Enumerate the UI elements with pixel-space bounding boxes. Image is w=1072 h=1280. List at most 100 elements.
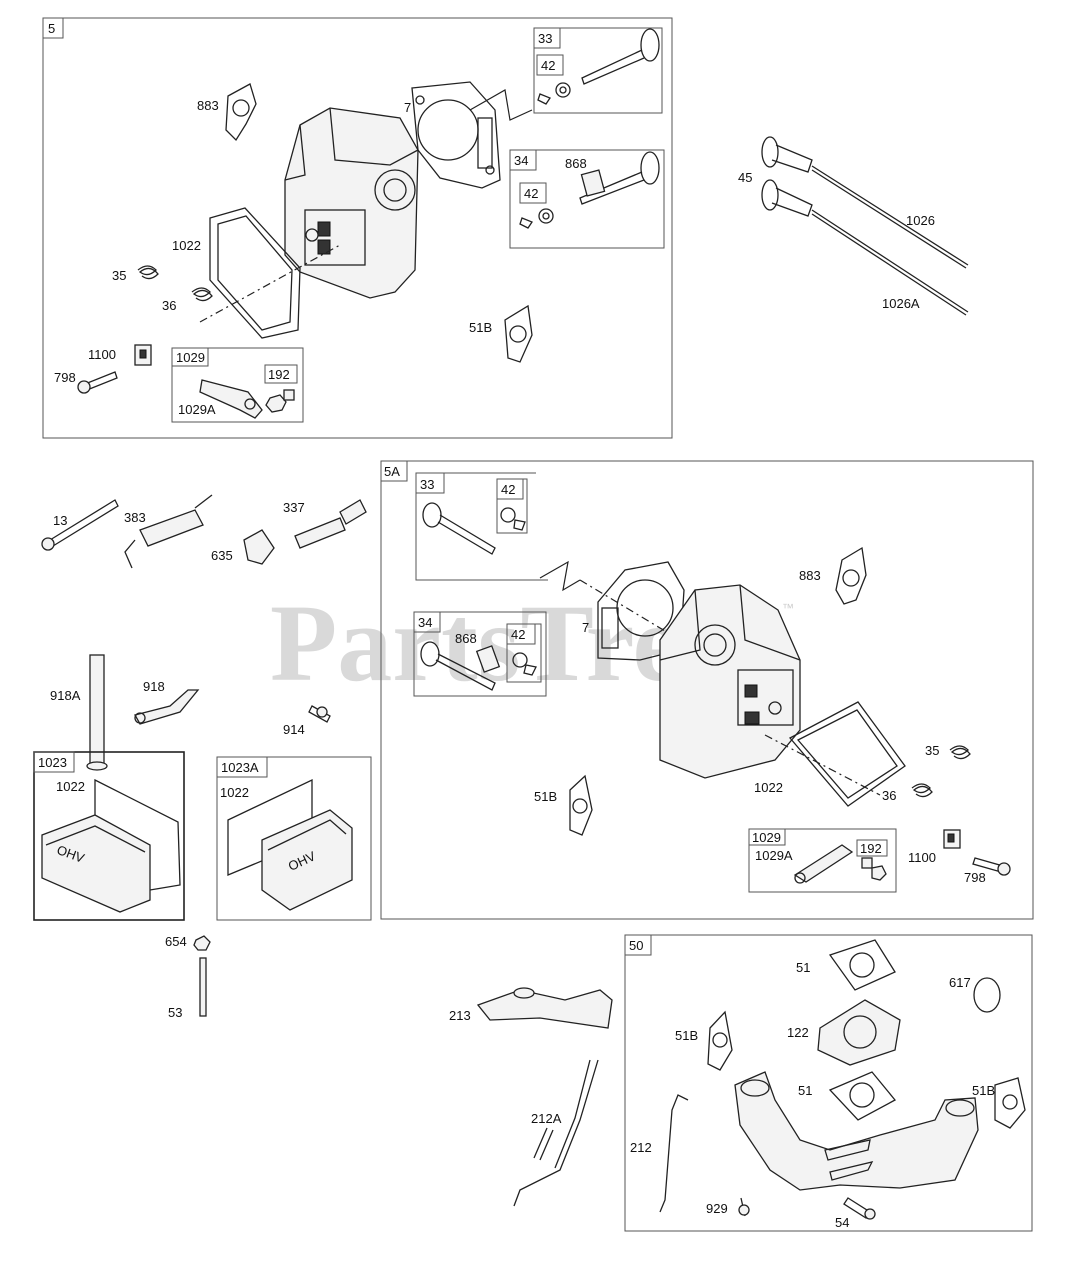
group-33-title-5a: 33 [420, 477, 434, 492]
gasket-51b-5a [569, 774, 593, 836]
group-1023-title: 1023 [38, 755, 67, 770]
group-42-title-2: 42 [524, 186, 538, 201]
spark-plug-boot-635 [243, 529, 275, 565]
gasket-883 [225, 83, 257, 142]
label-798: 798 [54, 370, 76, 385]
valve-34 [519, 151, 660, 229]
spring-35-5a [949, 745, 971, 760]
label-36-5a: 36 [882, 788, 896, 803]
tube-918a [86, 654, 108, 771]
push-rods [761, 136, 969, 316]
label-51-mid: 51 [798, 1083, 812, 1098]
group-1023a-title: 1023A [221, 760, 259, 775]
gasket-51-top [828, 939, 896, 991]
gasket-617 [973, 977, 1001, 1013]
label-212a: 212A [531, 1111, 562, 1126]
label-51b-5a: 51B [534, 789, 557, 804]
rocker-arm-1029a [199, 379, 295, 419]
bolt-13 [41, 499, 119, 551]
label-883: 883 [197, 98, 219, 113]
label-654: 654 [165, 934, 187, 949]
group-42-title: 42 [541, 58, 555, 73]
gasket-51b [504, 304, 533, 363]
spring-36-5a [911, 783, 933, 798]
watermark-trademark: ™ [782, 601, 794, 615]
label-1022-5a: 1022 [754, 780, 783, 795]
screw-929 [738, 1197, 750, 1217]
watermark-text: PartsTre [270, 582, 681, 704]
head-gasket-7 [411, 81, 501, 189]
label-617: 617 [949, 975, 971, 990]
label-1029a-5a: 1029A [755, 848, 793, 863]
rod-212 [659, 1094, 689, 1213]
label-1026: 1026 [906, 213, 935, 228]
exhaust-manifold [734, 1071, 979, 1191]
bracket-213 [476, 987, 613, 1029]
pivot-1100-5a [943, 829, 961, 849]
label-1100-5a: 1100 [908, 850, 936, 865]
screw-54 [843, 1197, 876, 1220]
label-13: 13 [53, 513, 67, 528]
label-54: 54 [835, 1215, 849, 1230]
valve-33 [537, 28, 660, 105]
group-33-title: 33 [538, 31, 552, 46]
group-1023: 1023 OHV [33, 751, 185, 921]
valve-33-5a [422, 502, 526, 555]
gasket-1022-5a [788, 701, 906, 807]
group-1029-title-5a: 1029 [752, 830, 781, 845]
label-51b: 51B [469, 320, 492, 335]
flange-122 [817, 999, 901, 1066]
label-1022-cover-2: 1022 [220, 785, 249, 800]
label-35-5a: 35 [925, 743, 939, 758]
gasket-51b-left [707, 1010, 733, 1071]
stud-53 [199, 957, 207, 1017]
label-36: 36 [162, 298, 176, 313]
group-5: 5 883 7 [42, 17, 673, 439]
label-122: 122 [787, 1025, 809, 1040]
group-50-title: 50 [629, 938, 643, 953]
pivot-1100 [134, 344, 152, 366]
label-868: 868 [565, 156, 587, 171]
cylinder-head-5a [659, 584, 801, 779]
gasket-51-mid [828, 1071, 897, 1121]
gasket-883-5a [835, 546, 867, 605]
group-1029-title: 1029 [176, 350, 205, 365]
group-5-title: 5 [48, 21, 55, 36]
spark-plug-337 [294, 499, 367, 549]
bolt-798-5a [972, 857, 1011, 876]
head-gasket-7-5a [597, 561, 685, 661]
cylinder-head-5 [284, 107, 419, 299]
breather-383 [124, 494, 213, 569]
label-7-5a: 7 [582, 620, 589, 635]
label-213: 213 [449, 1008, 471, 1023]
label-883-5a: 883 [799, 568, 821, 583]
group-5a-title: 5A [384, 464, 400, 479]
gasket-51b-right [994, 1077, 1026, 1129]
group-42-title-5a: 42 [501, 482, 515, 497]
label-868-5a: 868 [455, 631, 477, 646]
group-5a: 5A 33 42 34 42 868 [380, 460, 1034, 920]
label-45: 45 [738, 170, 752, 185]
label-51-top: 51 [796, 960, 810, 975]
label-918a: 918A [50, 688, 81, 703]
spring-212a [513, 1059, 599, 1207]
bolt-798 [77, 371, 118, 394]
label-798-5a: 798 [964, 870, 986, 885]
spring-36 [191, 287, 213, 302]
label-51b-left: 51B [675, 1028, 698, 1043]
group-34-title: 34 [514, 153, 528, 168]
spring-35 [137, 265, 159, 280]
label-383: 383 [124, 510, 146, 525]
group-1023a: 1023A OHV [216, 756, 372, 921]
label-635: 635 [211, 548, 233, 563]
label-929: 929 [706, 1201, 728, 1216]
valve-34-5a [420, 641, 537, 691]
label-1100: 1100 [88, 347, 116, 362]
group-42-title-5a-2: 42 [511, 627, 525, 642]
rocker-arm-1029a-5a [793, 844, 887, 884]
label-53: 53 [168, 1005, 182, 1020]
label-212: 212 [630, 1140, 652, 1155]
label-1022-cover: 1022 [56, 779, 85, 794]
label-1022: 1022 [172, 238, 201, 253]
